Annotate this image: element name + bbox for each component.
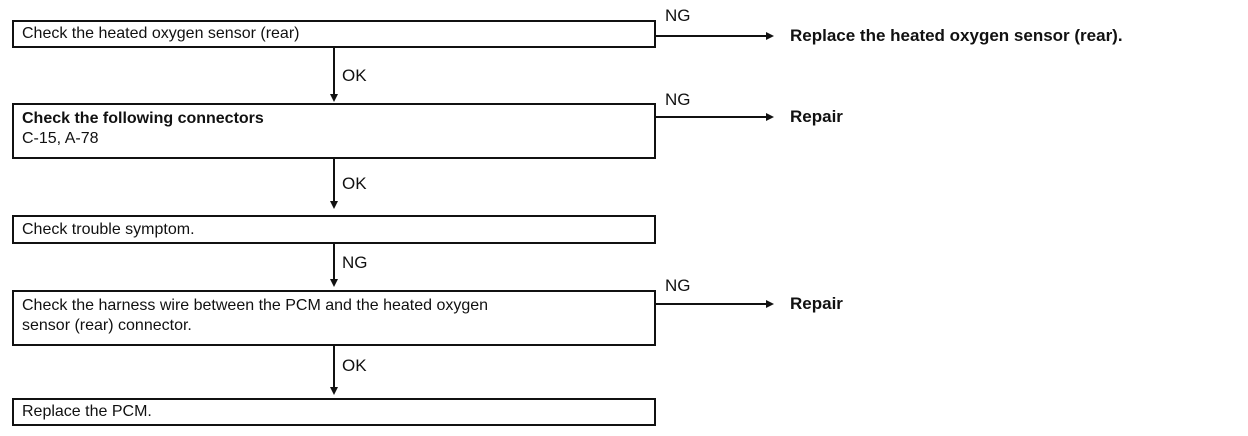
step-4-box: Check the harness wire between the PCM a… [12,290,656,346]
step-1-text: Check the heated oxygen sensor (rear) [22,25,300,42]
step-2-detail: C-15, A-78 [22,130,99,147]
step-4-line-1: Check the harness wire between the PCM a… [22,297,489,314]
side-label-2: NG [665,90,691,109]
down-label-2: OK [342,174,367,193]
step-3-text: Check trouble symptom. [22,221,195,238]
step-2-heading: Check the following connectors [22,110,264,127]
down-label-4: OK [342,356,367,375]
result-3-text: Repair [790,294,843,313]
result-2-text: Repair [790,107,843,126]
down-label-1: OK [342,66,367,85]
down-label-3: NG [342,253,368,272]
step-1-box: Check the heated oxygen sensor (rear) [12,20,656,48]
step-5-text: Replace the PCM. [22,403,152,420]
step-3-box: Check trouble symptom. [12,215,656,244]
side-label-1: NG [665,6,691,25]
result-1-text: Replace the heated oxygen sensor (rear). [790,26,1123,45]
step-5-box: Replace the PCM. [12,398,656,426]
side-label-3: NG [665,276,691,295]
step-2-box: Check the following connectors C-15, A-7… [12,103,656,159]
step-4-line-2: sensor (rear) connector. [22,317,192,334]
